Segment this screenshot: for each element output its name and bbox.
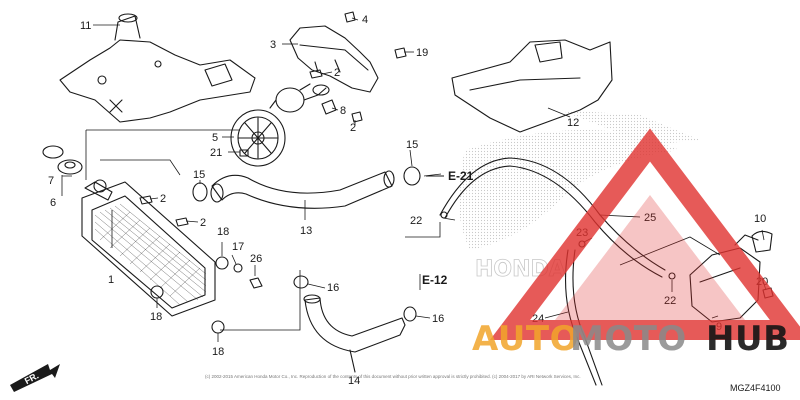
callout-2-c: 2 [160,193,166,205]
part-5-cooling-fan [230,109,286,167]
part-25-siphon-tube [439,157,666,278]
callout-26: 26 [250,253,262,265]
watermark-brand-part2: MOTO [570,319,687,359]
callout-14: 14 [348,375,360,387]
diagram-code: MGZ4F4100 [730,383,781,393]
callout-2-d: 2 [200,217,206,229]
callout-25: 25 [644,212,656,224]
watermark-brand-part1: AUTO [472,319,579,359]
part-2-bolts [139,69,363,227]
callout-15-b: 15 [406,139,418,151]
fan-motor [269,83,330,113]
callout-11: 11 [80,20,91,32]
part-4-bolt [344,11,356,23]
ref-e12: E-12 [422,273,448,287]
automotohub-watermark: AUTO MOTO HUB [472,128,800,359]
part-8-connector [321,99,337,115]
callout-5: 5 [212,132,218,144]
part-6-7-radiator-cap [42,145,83,175]
callout-2-a: 2 [334,67,340,79]
ref-e21: E-21 [448,169,474,183]
callout-21: 21 [210,147,222,159]
watermark-triangle-logo [489,128,800,340]
callout-19: 19 [416,47,428,59]
callout-7: 7 [48,175,54,187]
callout-16-a: 16 [327,282,339,294]
part-12-air-guide [451,39,613,133]
part-17-collar [233,263,243,273]
part-16-hose-clamps [293,275,417,322]
copyright-text: (c) 2002-2015 American Honda Motor Co., … [205,374,581,379]
part-3-fan-shroud [289,25,379,93]
part-13-upper-hose [210,170,395,209]
callout-10: 10 [754,213,766,225]
part-11-mounting-plate [59,13,256,123]
part-26-bolt [249,277,263,289]
callout-18-b: 18 [150,311,162,323]
callout-18-a: 18 [217,226,229,238]
part-1-radiator [81,179,216,317]
part-21-nut [239,149,249,157]
callout-15-a: 15 [193,169,205,181]
front-direction-arrow: FR. [10,364,60,392]
callout-3: 3 [270,39,276,51]
callout-4: 4 [362,14,368,26]
callout-18-c: 18 [212,346,224,358]
watermark-brand-part3: HUB [706,319,789,359]
part-19-bolt [394,47,407,59]
callout-12: 12 [567,117,579,129]
callout-22-b: 22 [664,295,676,307]
callout-8: 8 [340,105,346,117]
callout-17: 17 [232,241,244,253]
callout-22-a: 22 [410,215,422,227]
callout-1: 1 [108,274,114,286]
callout-16-b: 16 [432,313,444,325]
part-10-tank-cap [751,230,773,253]
part-14-lower-hose [303,294,406,373]
callout-6: 6 [50,197,56,209]
callout-13: 13 [300,225,312,237]
honda-wing-watermark [458,110,700,250]
callout-2-b: 2 [350,122,356,134]
